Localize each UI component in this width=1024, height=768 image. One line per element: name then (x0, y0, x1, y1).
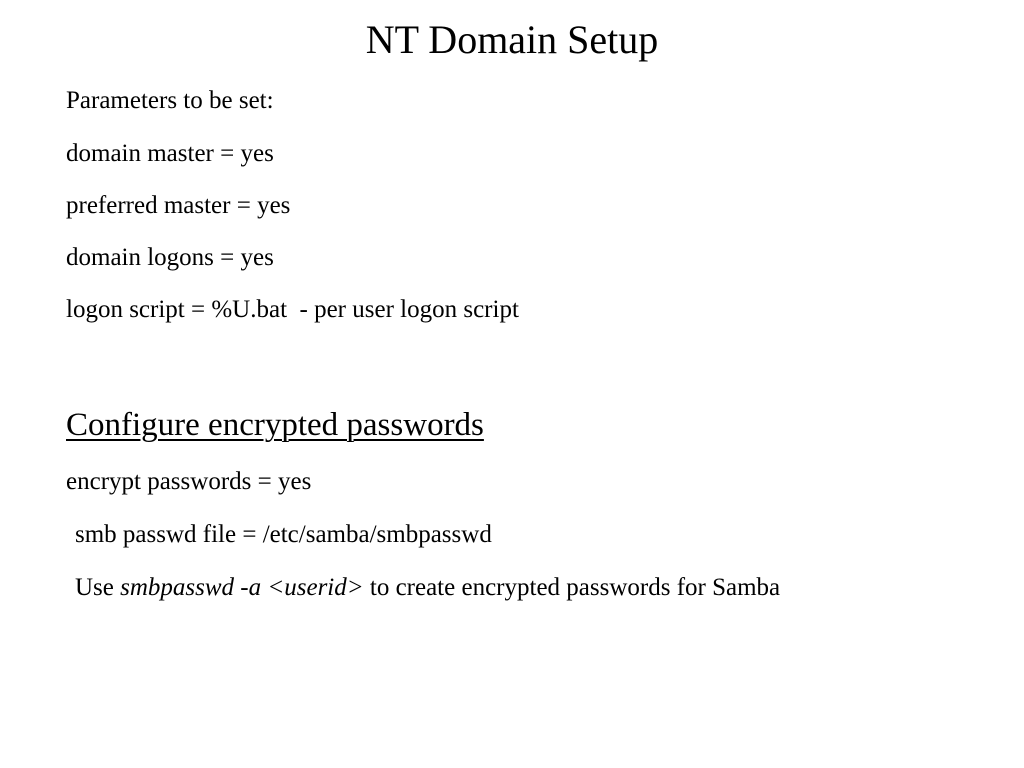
parameters-intro: Parameters to be set: (66, 87, 274, 114)
usage-prefix: Use (75, 574, 121, 601)
parameter-preferred-master: preferred master = yes (66, 192, 291, 219)
section-heading-encrypted-passwords: Configure encrypted passwords (66, 407, 484, 443)
slide-title: NT Domain Setup (365, 17, 659, 62)
parameter-domain-logons: domain logons = yes (66, 244, 274, 271)
setting-encrypt-passwords: encrypt passwords = yes (66, 468, 312, 495)
usage-command: smbpasswd -a <userid> (120, 574, 364, 601)
usage-suffix: to create encrypted passwords for Samba (363, 574, 781, 601)
setting-smb-passwd-file: smb passwd file = /etc/samba/smbpasswd (75, 521, 492, 548)
parameter-domain-master: domain master = yes (66, 140, 274, 167)
usage-instruction: Use smbpasswd -a <userid> to create encr… (75, 573, 780, 603)
parameter-logon-script: logon script = %U.bat - per user logon s… (66, 296, 519, 323)
